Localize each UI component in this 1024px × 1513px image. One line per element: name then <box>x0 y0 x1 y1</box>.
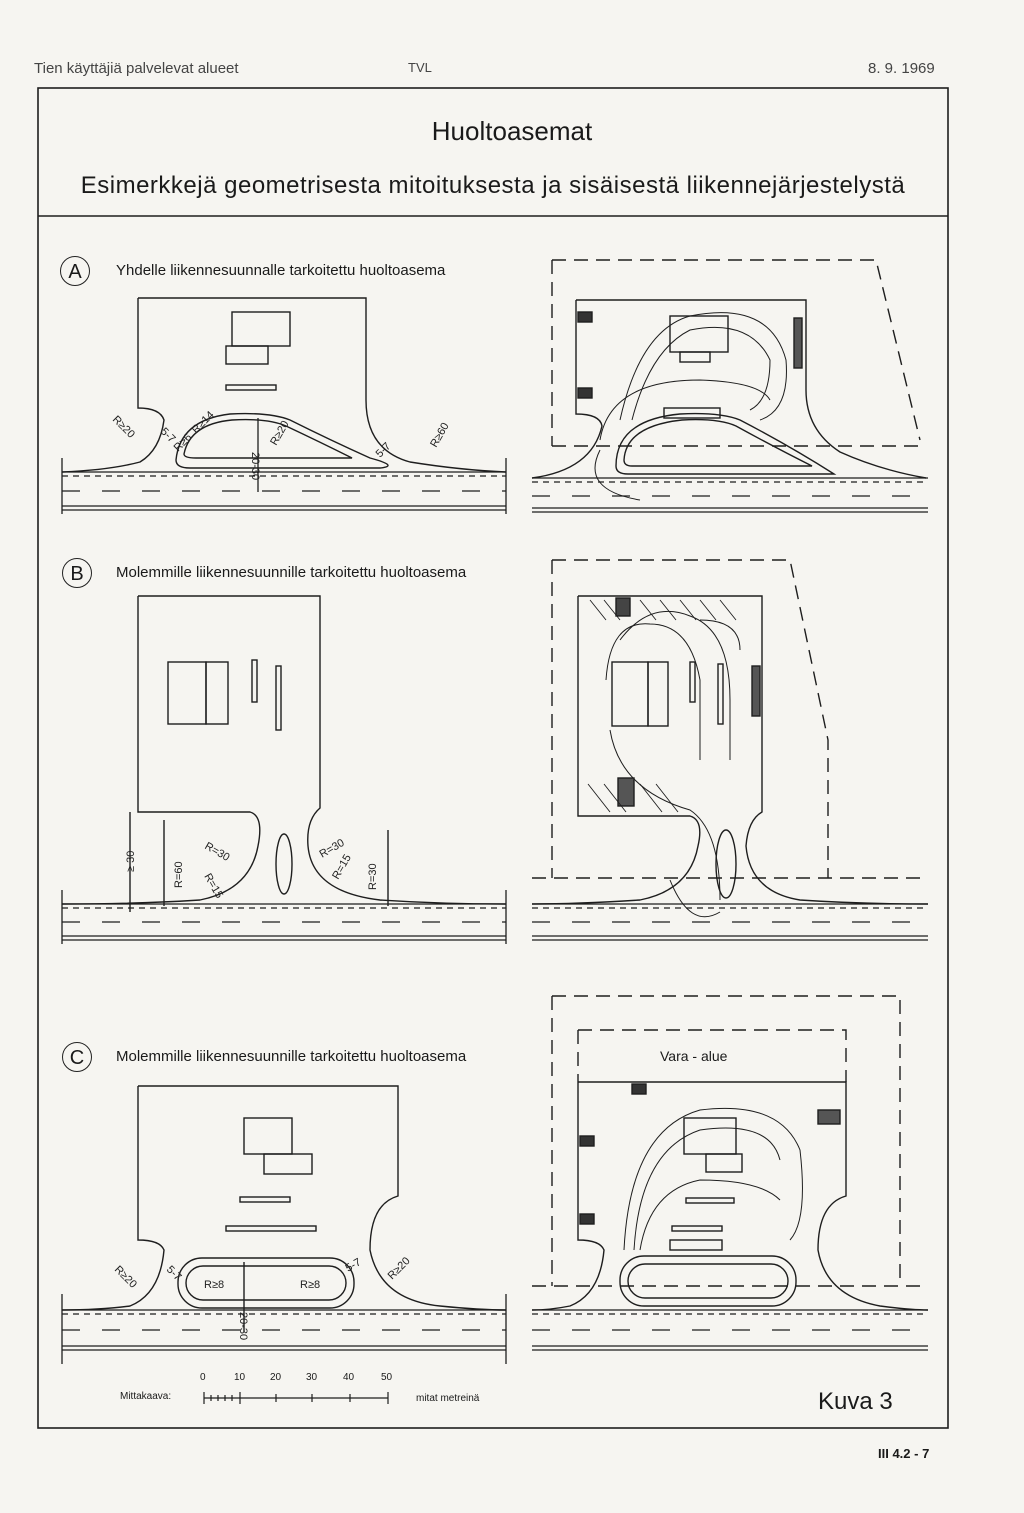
dimension-label-a-6: 5-7 <box>374 440 394 460</box>
dimension-label-b-3: R=15 <box>201 872 225 901</box>
scale-tick-0: 0 <box>200 1372 206 1383</box>
section-b-title: Molemmille liikennesuunnille tarkoitettu… <box>116 564 467 581</box>
road-c-right <box>532 1309 928 1351</box>
reserve-area-label: Vara - alue <box>660 1048 728 1064</box>
scale-tick-30: 30 <box>306 1372 318 1383</box>
dimension-label-b-1: R=60 <box>173 861 185 888</box>
road-a-right <box>532 477 928 513</box>
dimension-label-b-5: R=15 <box>330 852 354 881</box>
page-title: Huoltoasemat <box>431 116 593 146</box>
scale-tick-10: 10 <box>234 1372 246 1383</box>
scale-bar <box>203 1392 389 1404</box>
scale-tick-50: 50 <box>381 1372 393 1383</box>
header-left: Tien käyttäjiä palvelevat alueet <box>34 60 239 77</box>
page-subtitle: Esimerkkejä geometrisesta mitoituksesta … <box>80 172 906 199</box>
scale-unit: mitat metreinä <box>416 1393 480 1404</box>
section-b-marker: B <box>62 558 92 588</box>
header-date: 8. 9. 1969 <box>868 60 935 77</box>
road-b-right <box>532 903 928 941</box>
dimension-label-b-6: R=30 <box>367 863 379 890</box>
dimension-label-c-2: R≥8 <box>204 1279 224 1291</box>
section-c-title: Molemmille liikennesuunnille tarkoitettu… <box>116 1048 467 1065</box>
scale-tick-20: 20 <box>270 1372 282 1383</box>
header-center: TVL <box>408 60 432 75</box>
dimension-label-a-2: R≥14 <box>190 409 217 436</box>
plan-b-traffic <box>531 559 929 918</box>
plan-c-traffic <box>531 995 929 1311</box>
dimension-label-a-4: 20-30 <box>249 452 261 480</box>
dimension-label-c-3: 20-30 <box>237 1312 249 1340</box>
plan-c-geometry <box>61 1085 507 1332</box>
dimension-label-c-5: 5-7 <box>344 1256 364 1274</box>
road-c-left <box>61 1294 507 1364</box>
dimension-label-b-0: ≥ 30 <box>125 851 137 872</box>
page-number: III 4.2 - 7 <box>878 1446 930 1461</box>
plan-b-geometry <box>61 595 507 912</box>
dimension-label-a-0: R≥20 <box>110 414 137 441</box>
dimension-label-c-1: 5-7 <box>164 1264 184 1284</box>
dimension-label-a-7: R≥60 <box>428 421 452 450</box>
figure-number: Kuva 3 <box>818 1388 893 1415</box>
road-b-left <box>61 890 507 944</box>
plan-a-traffic <box>531 259 927 501</box>
section-a-marker: A <box>60 256 90 286</box>
section-c-marker: C <box>62 1042 92 1072</box>
dimension-label-c-4: R≥8 <box>300 1279 320 1291</box>
scale-label: Mittakaava: <box>120 1391 172 1402</box>
dimension-label-a-5: R≥20 <box>268 419 292 448</box>
dimension-label-c-6: R≥20 <box>386 1255 413 1282</box>
dimension-label-b-2: R=30 <box>203 840 232 864</box>
plan-a-geometry <box>61 297 507 473</box>
dimension-label-c-0: R≥20 <box>112 1264 139 1291</box>
road-a-left <box>61 418 507 514</box>
scale-tick-40: 40 <box>343 1372 355 1383</box>
section-a-title: Yhdelle liikennesuunnalle tarkoitettu hu… <box>116 262 446 279</box>
